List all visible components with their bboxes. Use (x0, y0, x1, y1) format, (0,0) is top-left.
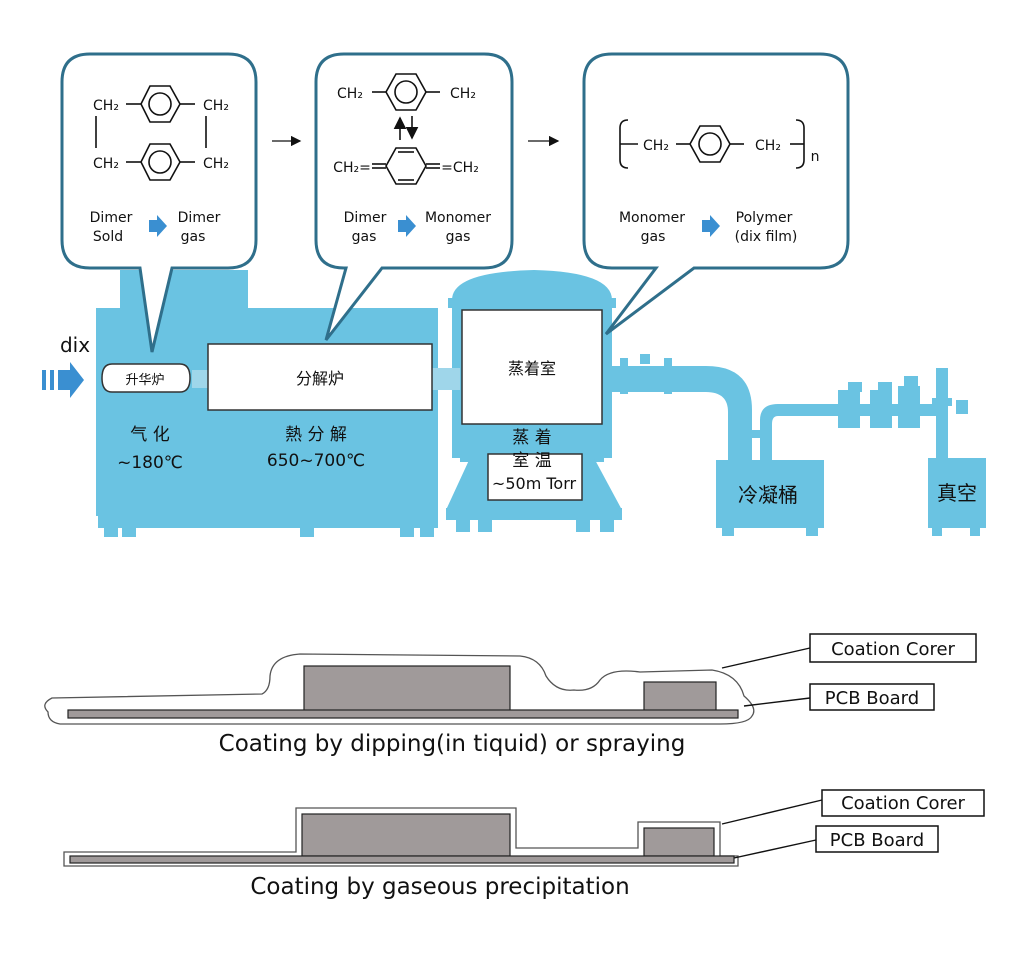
formula-ch2: CH₂ (755, 138, 781, 154)
to-label: gas (446, 229, 471, 245)
monomer-structure-icon (372, 73, 440, 185)
from-label: Monomer (619, 210, 685, 226)
pyrolysis-temp: 650~700℃ (267, 451, 365, 471)
to-label: Monomer (425, 210, 491, 226)
deposition-chamber: 蒸着室 (461, 309, 603, 425)
pyrolysis-furnace-label: 分解炉 (296, 369, 344, 388)
chamber-info-box (487, 453, 583, 501)
input-arrow-icon (42, 362, 84, 398)
formula-ch2: CH₂ (337, 86, 363, 102)
formula-ch2: CH₂= (333, 160, 371, 176)
formula-ch2: CH₂ (93, 156, 119, 172)
from-label: gas (352, 229, 377, 245)
to-label: Polymer (736, 210, 793, 226)
chamber-label-1: 蒸 着 (512, 428, 551, 448)
to-label: Dimer (178, 210, 221, 226)
board-label: PCB Board (830, 830, 924, 851)
from-label: Dimer (344, 210, 387, 226)
vacuum-pump-body (928, 458, 986, 528)
formula-ch2: CH₂ (203, 98, 229, 114)
board-label: PCB Board (825, 688, 919, 709)
formula-ch2: CH₂ (93, 98, 119, 114)
formula-subscript: n (811, 149, 820, 165)
pyrolysis-label: 熱 分 解 (285, 425, 347, 445)
caption-dipping: Coating by dipping(in tiquid) or sprayin… (219, 731, 686, 757)
bubble-deposition: CH₂ CH₂ n Monomer gas Polymer (dix film) (582, 52, 850, 336)
bubble-pyrolysis: CH₂ CH₂ CH₂= =CH₂ Dimer gas Monomer gas (314, 52, 514, 341)
formula-ch2: CH₂ (643, 138, 669, 154)
bubble-sublimation: CH₂ CH₂ CH₂ CH₂ Dimer Sold Dimer gas (60, 52, 258, 353)
to-label: (dix film) (735, 229, 798, 245)
coating-gaseous-diagram: Coation Corer PCB Board Coating by gaseo… (63, 789, 985, 900)
from-label: gas (641, 229, 666, 245)
vaporization-temp: ~180℃ (117, 453, 183, 473)
cold-trap-body (716, 460, 824, 528)
polymer-structure-icon (619, 119, 805, 169)
formula-ch2: CH₂ (203, 156, 229, 172)
vacuum-label: 真空 (937, 481, 977, 505)
from-label: Dimer (90, 210, 133, 226)
furnace-body (96, 308, 438, 516)
sublimation-furnace-label: 升华炉 (125, 373, 164, 388)
formula-ch2: =CH₂ (441, 160, 479, 176)
pcb-board (67, 709, 739, 719)
cold-trap-label: 冷凝桶 (738, 483, 798, 507)
caption-gaseous: Coating by gaseous precipitation (250, 874, 629, 900)
from-label: Sold (93, 229, 123, 245)
vaporization-label: 气 化 (130, 425, 169, 445)
dimer-structure-icon (95, 85, 207, 181)
chamber-pressure: ~50m Torr (492, 474, 577, 493)
input-label: dix (60, 333, 90, 357)
pcb-board (69, 855, 735, 864)
formula-ch2: CH₂ (450, 86, 476, 102)
coating-dipping-diagram: Coation Corer PCB Board Coating by dippi… (44, 633, 977, 757)
coating-label: Coation Corer (841, 793, 965, 814)
sublimation-furnace: 升华炉 (101, 363, 191, 393)
chamber-label-2: 室 温 (512, 451, 551, 471)
coating-label: Coation Corer (831, 639, 955, 660)
to-label: gas (181, 229, 206, 245)
pyrolysis-furnace: 分解炉 (207, 343, 433, 411)
deposition-chamber-label: 蒸着室 (508, 359, 556, 378)
